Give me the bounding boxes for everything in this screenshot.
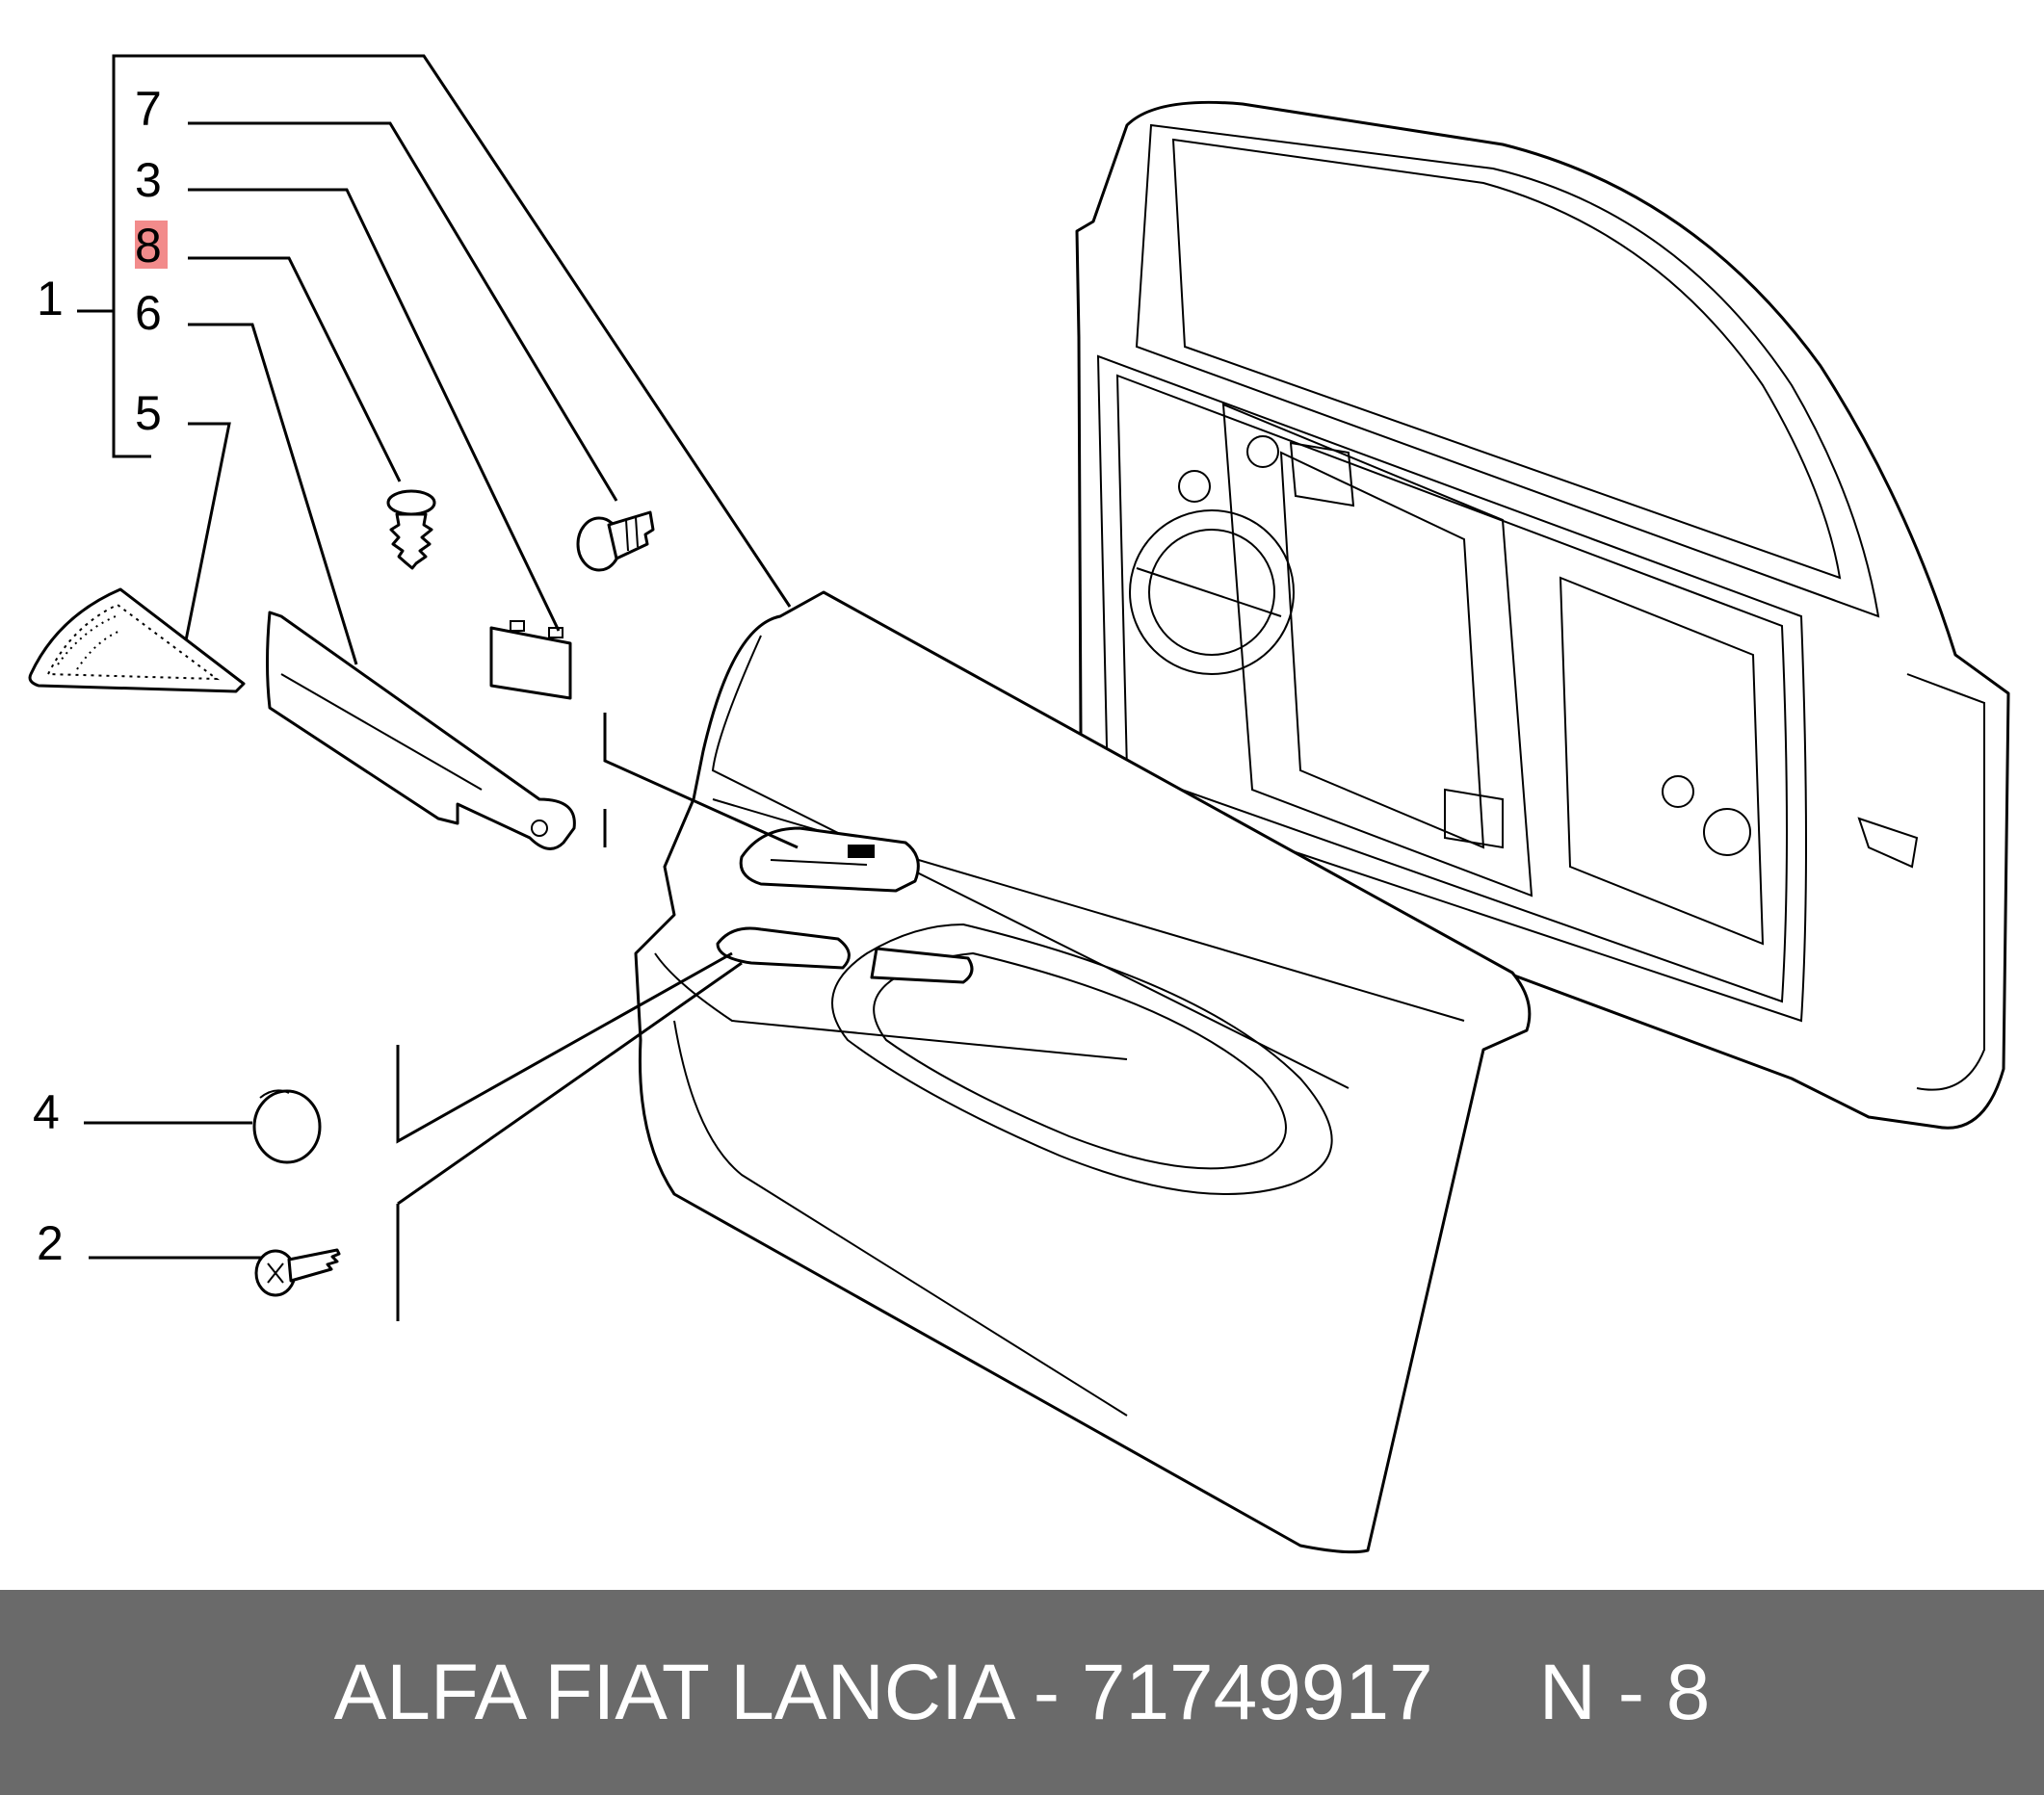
- footer-title: ALFA FIAT LANCIA - 71749917: [333, 1648, 1433, 1736]
- footer-bar: ALFA FIAT LANCIA - 71749917 N - 8: [0, 1590, 2044, 1795]
- push-clip-part: [576, 510, 655, 572]
- footer-ref: N - 8: [1538, 1648, 1711, 1736]
- callout-3: 3: [135, 153, 162, 207]
- leader-lines: [77, 54, 799, 1321]
- callout-labels: 1 7 3 8 6 5 4 2: [33, 82, 168, 1270]
- callout-5: 5: [135, 386, 162, 440]
- exploded-parts-diagram: 1 7 3 8 6 5 4 2: [28, 54, 2010, 1554]
- screw-part: [254, 1248, 341, 1297]
- callout-8-highlight: [135, 221, 168, 269]
- fir-tree-clip-part: [386, 489, 436, 570]
- trim-strip-part: [266, 611, 576, 850]
- callout-6: 6: [135, 286, 162, 340]
- callout-7: 7: [135, 82, 162, 136]
- door-trim-panel: [634, 590, 1532, 1554]
- callout-1: 1: [37, 272, 64, 325]
- speaker-grille-part: [28, 587, 246, 693]
- callout-2: 2: [37, 1216, 64, 1270]
- plug-part: [252, 1089, 322, 1164]
- callout-8: 8: [135, 219, 162, 273]
- callout-4: 4: [33, 1085, 60, 1139]
- cover-cap-part: [489, 620, 572, 700]
